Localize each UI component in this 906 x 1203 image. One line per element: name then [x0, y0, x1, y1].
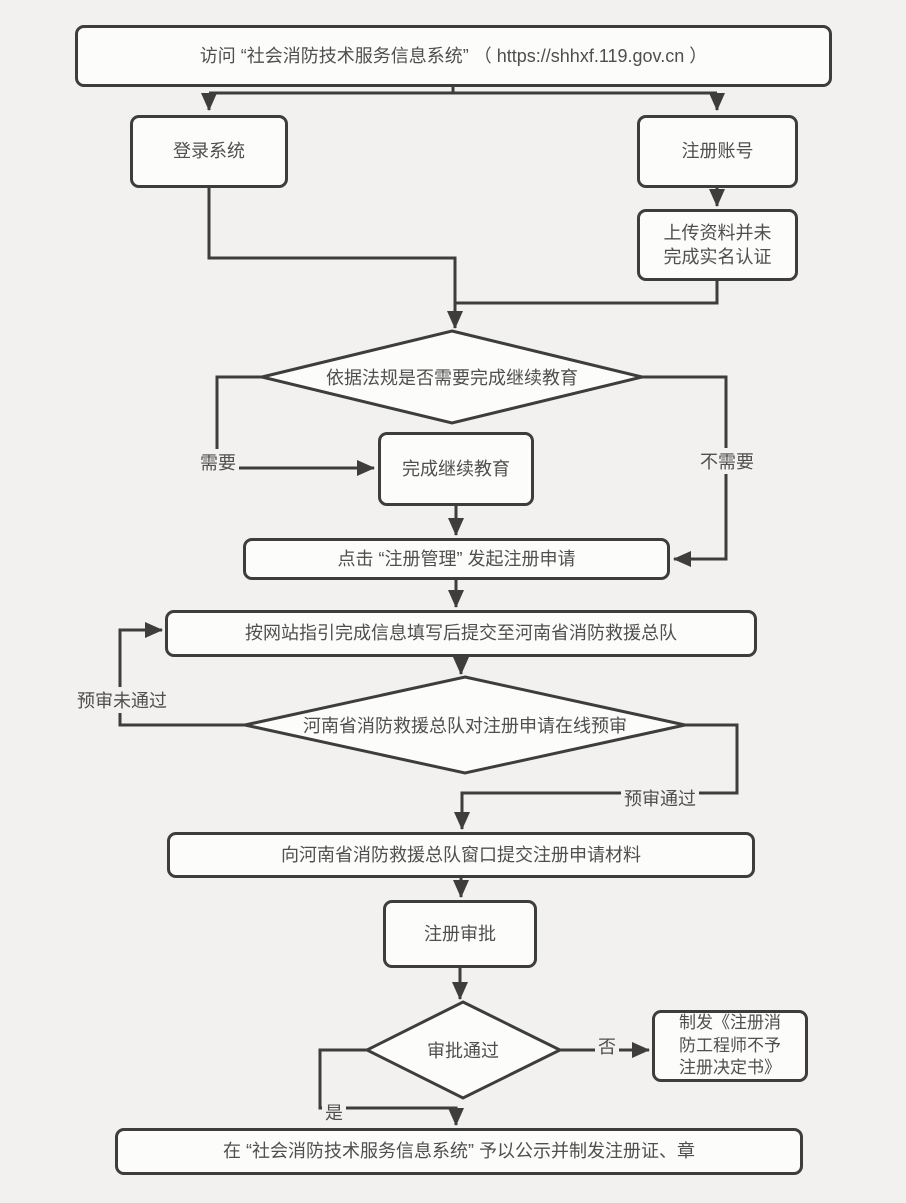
connector-line [215, 375, 375, 476]
node-publish-certificate: 在 “社会消防技术服务信息系统” 予以公示并制发注册证、章 [115, 1128, 803, 1175]
node-upload-realname: 上传资料并未 完成实名认证 [637, 209, 798, 281]
edge-label-no-need: 不需要 [697, 448, 757, 474]
node-registration-approval: 注册审批 [383, 900, 537, 968]
node-visit-system: 访问 “社会消防技术服务信息系统” （ https://shhxf.119.go… [75, 25, 832, 87]
decision-preaudit-text: 河南省消防救援总队对注册申请在线预审 [303, 716, 627, 736]
node-login: 登录系统 [130, 115, 288, 188]
connector-line [455, 281, 719, 305]
node-register-account: 注册账号 [637, 115, 798, 188]
connector-line [118, 622, 245, 727]
node-deny-decision-letter: 制发《注册消 防工程师不予 注册决定书》 [652, 1010, 808, 1082]
decision-diamond-shape [261, 329, 643, 425]
node-click-registration-manage: 点击 “注册管理” 发起注册申请 [243, 538, 670, 580]
connector-line [207, 188, 463, 329]
connector-line [454, 723, 739, 830]
edge-label-no: 否 [595, 1033, 619, 1059]
node-complete-education: 完成继续教育 [378, 432, 534, 506]
edge-label-preaudit-pass: 预审通过 [621, 785, 699, 811]
connector-line [209, 87, 717, 95]
connector-line [318, 1048, 464, 1126]
decision-education-text: 依据法规是否需要完成继续教育 [326, 368, 578, 388]
decision-approval-text: 审批通过 [427, 1041, 499, 1061]
decision-diamond-shape [363, 1000, 564, 1100]
node-fill-info-submit: 按网站指引完成信息填写后提交至河南省消防救援总队 [165, 610, 757, 657]
edge-label-need: 需要 [197, 449, 239, 475]
edge-label-yes: 是 [322, 1099, 346, 1125]
decision-diamond-shape [244, 675, 686, 775]
node-submit-window-materials: 向河南省消防救援总队窗口提交注册申请材料 [167, 832, 755, 878]
edge-label-preaudit-fail: 预审未通过 [74, 687, 170, 713]
